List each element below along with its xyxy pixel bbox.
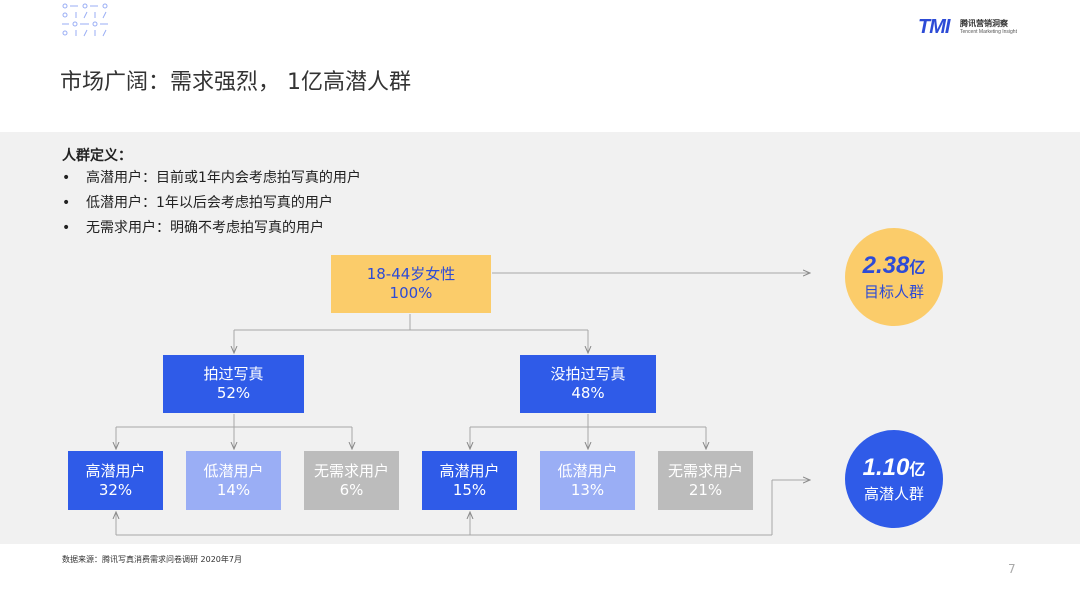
high-potential-population-value: 1.10亿 — [862, 454, 926, 481]
definition-title: 人群定义： — [62, 148, 132, 164]
bullet-dot: • — [62, 195, 71, 211]
high-potential-population-circle: 1.10亿 高潜人群 — [845, 430, 943, 528]
leaf-node-low-potential-shot: 低潜用户 14% — [186, 451, 281, 510]
tmi-logo: TMI 腾讯营销洞察 Tencent Marketing Insight — [918, 16, 1028, 40]
target-population-value: 2.38亿 — [862, 252, 926, 279]
leaf-node-no-demand-shot: 无需求用户 6% — [304, 451, 399, 510]
target-population-circle: 2.38亿 目标人群 — [845, 228, 943, 326]
leaf-node-high-potential-never-shot: 高潜用户 15% — [422, 451, 517, 510]
page-number: 7 — [1008, 562, 1016, 576]
definition-list: •高潜用户：目前或1年内会考虑拍写真的用户 •低潜用户：1年以后会考虑拍写真的用… — [62, 168, 361, 243]
decorative-grid-pattern — [62, 3, 108, 37]
root-node-women-18-44: 18-44岁女性 100% — [331, 255, 491, 313]
target-population-label: 目标人群 — [863, 283, 924, 301]
definition-item: •无需求用户：明确不考虑拍写真的用户 — [62, 220, 324, 236]
leaf-node-high-potential-shot: 高潜用户 32% — [68, 451, 163, 510]
bullet-dot: • — [62, 220, 71, 236]
page-title: 市场广阔：需求强烈， 1亿高潜人群 — [60, 70, 411, 95]
branch-node-never-shot-portrait: 没拍过写真 48% — [520, 355, 656, 413]
branch-node-shot-portrait: 拍过写真 52% — [163, 355, 304, 413]
definition-item: •低潜用户：1年以后会考虑拍写真的用户 — [62, 195, 333, 211]
leaf-node-no-demand-never-shot: 无需求用户 21% — [658, 451, 753, 510]
bullet-dot: • — [62, 170, 71, 186]
logo-mark: TMI — [918, 16, 950, 38]
high-potential-population-label: 高潜人群 — [863, 485, 924, 503]
definition-item: •高潜用户：目前或1年内会考虑拍写真的用户 — [62, 170, 361, 186]
logo-name-en: Tencent Marketing Insight — [960, 29, 1017, 35]
data-source-note: 数据来源：腾讯写真消费需求问卷调研 2020年7月 — [62, 555, 242, 564]
leaf-node-low-potential-never-shot: 低潜用户 13% — [540, 451, 635, 510]
logo-name-cn: 腾讯营销洞察 — [960, 19, 1008, 28]
